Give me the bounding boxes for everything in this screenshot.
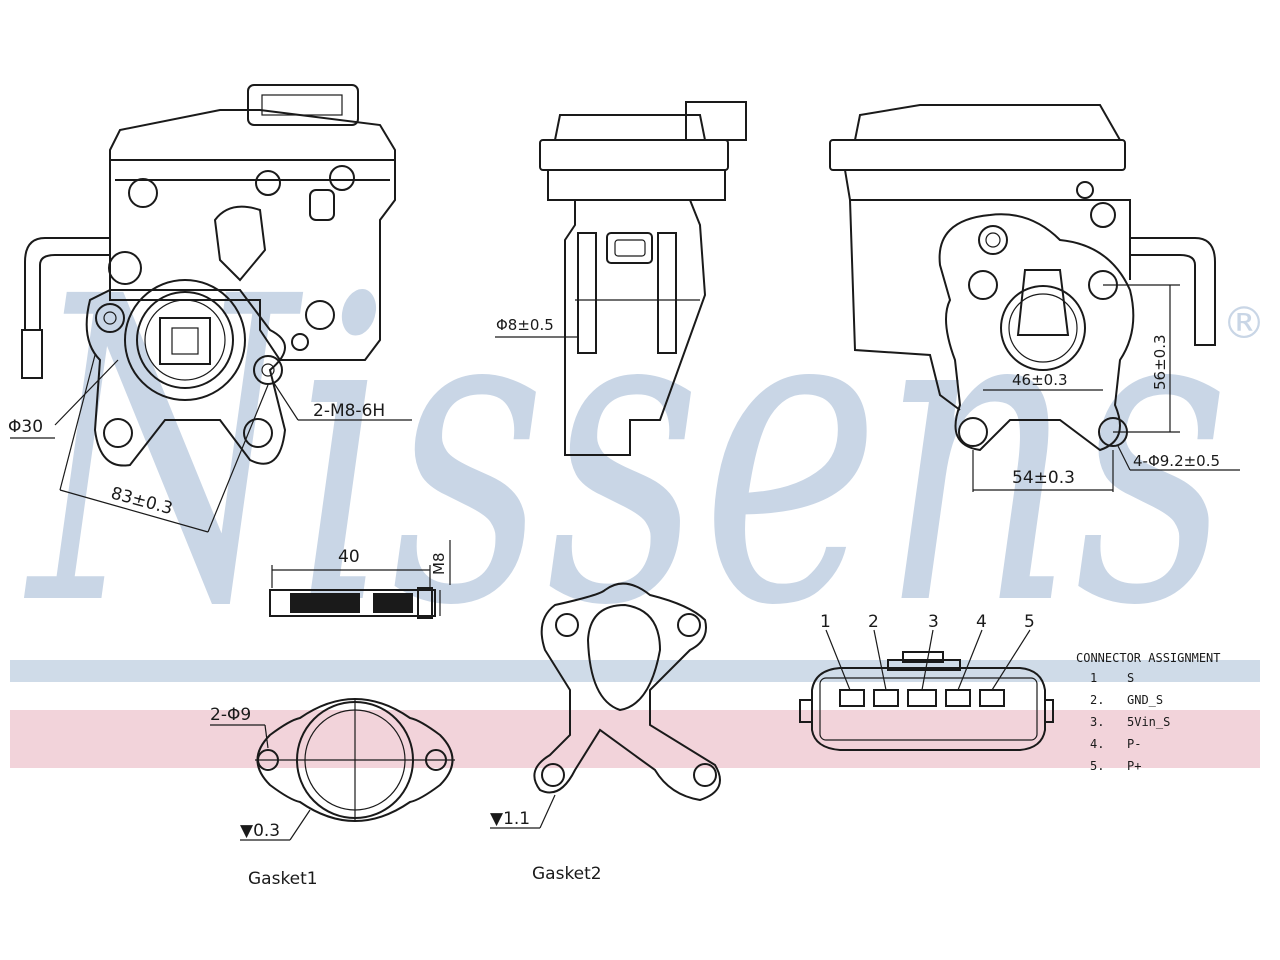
pink-band bbox=[10, 710, 1260, 768]
assignment-signal-1: S bbox=[1127, 671, 1134, 685]
assignment-signal-5: P+ bbox=[1127, 759, 1141, 773]
connector-pin-1: 1 bbox=[820, 612, 831, 632]
connector-pin-5: 5 bbox=[1024, 612, 1035, 632]
connector-pin-2: 2 bbox=[868, 612, 879, 632]
gasket1-thickness: ▼0.3 bbox=[240, 821, 280, 841]
assignment-num-4: 4. bbox=[1090, 737, 1104, 751]
assignment-signal-2: GND_S bbox=[1127, 693, 1163, 707]
side-view bbox=[495, 101, 747, 456]
connector-pin-4: 4 bbox=[976, 612, 987, 632]
blue-band bbox=[10, 660, 1260, 682]
gasket2-drawing bbox=[490, 582, 721, 829]
dim-thread-front: 2-M8-6H bbox=[313, 401, 385, 421]
connector-drawing bbox=[799, 629, 1054, 751]
registered-mark: ® bbox=[1222, 298, 1266, 349]
rear-view bbox=[829, 104, 1240, 492]
bolt-view bbox=[269, 540, 451, 619]
dim-bolt-length: 40 bbox=[338, 547, 360, 567]
gasket1-drawing bbox=[210, 698, 455, 841]
assignment-num-3: 3. bbox=[1090, 715, 1104, 729]
gasket2-label: Gasket2 bbox=[532, 864, 602, 884]
assignment-signal-4: P- bbox=[1127, 737, 1141, 751]
dim-holes-rear: 4-Φ9.2±0.5 bbox=[1133, 452, 1220, 470]
dim-hinner-rear: 46±0.3 bbox=[1012, 371, 1068, 389]
dim-pin-side: Φ8±0.5 bbox=[496, 316, 554, 334]
assignment-signal-3: 5Vin_S bbox=[1127, 715, 1170, 729]
dim-bore-front: Φ30 bbox=[8, 417, 43, 437]
dim-bolt-thread: M8 bbox=[430, 553, 448, 576]
dim-vpitch-rear: 56±0.3 bbox=[1151, 334, 1169, 390]
assignment-num-5: 5. bbox=[1090, 759, 1104, 773]
assignment-num-2: 2. bbox=[1090, 693, 1104, 707]
front-view bbox=[10, 84, 412, 533]
gasket1-hole-dim: 2-Φ9 bbox=[210, 705, 251, 725]
connector-assignment-title: CONNECTOR ASSIGNMENT bbox=[1076, 651, 1221, 665]
connector-pin-3: 3 bbox=[928, 612, 939, 632]
gasket1-label: Gasket1 bbox=[248, 869, 318, 889]
gasket2-thickness: ▼1.1 bbox=[490, 809, 530, 829]
dim-hpitch-rear: 54±0.3 bbox=[1012, 468, 1075, 488]
assignment-num-1: 1 bbox=[1090, 671, 1097, 685]
